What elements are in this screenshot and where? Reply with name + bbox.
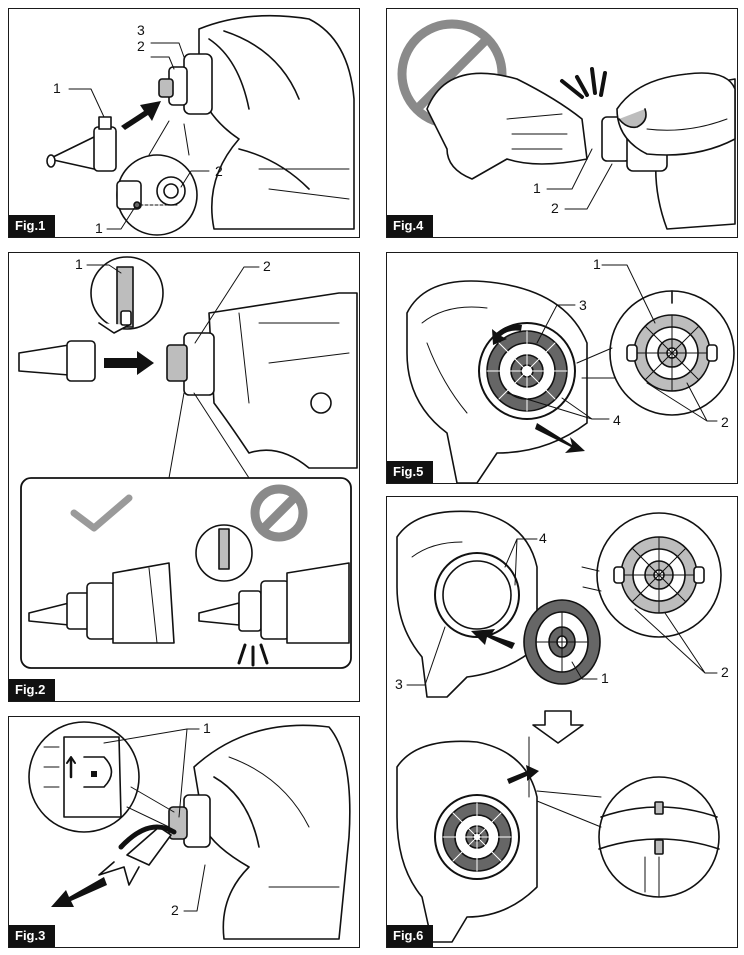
insert-arrow-icon bbox=[471, 629, 515, 649]
fig1-callout-1: 1 bbox=[53, 80, 61, 96]
insert-arrow-icon bbox=[51, 877, 107, 907]
fig2-callout-1: 1 bbox=[75, 256, 83, 272]
fig2-illustration bbox=[18, 256, 358, 669]
fig5-callout-2: 2 bbox=[721, 414, 729, 430]
fig5-callout-3: 3 bbox=[579, 297, 587, 313]
fig1-label: Fig.1 bbox=[9, 215, 56, 237]
fig3-callout-1: 1 bbox=[203, 720, 211, 736]
fig5-callout-4: 4 bbox=[613, 412, 621, 428]
fig6-callout-4: 4 bbox=[539, 530, 547, 546]
fig6-illustration bbox=[396, 510, 722, 943]
figure-4: 1 2 Fig.4 bbox=[386, 8, 738, 238]
fig2-label: Fig.2 bbox=[9, 679, 56, 701]
fig3-callout-2: 2 bbox=[171, 902, 179, 918]
down-arrow-icon bbox=[532, 710, 584, 744]
fig1-callout-2: 2 bbox=[137, 38, 145, 54]
checkmark-icon bbox=[70, 494, 133, 532]
fig4-label: Fig.4 bbox=[387, 215, 434, 237]
insert-arrow-icon bbox=[104, 351, 154, 375]
fig3-label: Fig.3 bbox=[9, 925, 56, 947]
fig6-callout-2: 2 bbox=[721, 664, 729, 680]
fig5-illustration bbox=[406, 264, 735, 483]
fig2-callout-2: 2 bbox=[263, 258, 271, 274]
fig5-callout-1: 1 bbox=[593, 256, 601, 272]
fig1-illustration bbox=[46, 14, 355, 236]
insert-arrow-icon bbox=[121, 101, 161, 130]
figure-1: 3 2 1 2 1 Fig.1 bbox=[8, 8, 360, 238]
fig6-callout-1: 1 bbox=[601, 670, 609, 686]
fig4-illustration bbox=[397, 19, 736, 230]
fig6-label: Fig.6 bbox=[387, 925, 434, 947]
figure-5: 1 3 4 2 Fig.5 bbox=[386, 252, 738, 484]
fig3-illustration bbox=[28, 721, 351, 940]
fig4-callout-2: 2 bbox=[551, 200, 559, 216]
insert-arrow-icon bbox=[535, 423, 585, 453]
figure-6: 4 3 1 2 Fig.6 bbox=[386, 496, 738, 948]
fig4-callout-1: 1 bbox=[533, 180, 541, 196]
figure-3: 1 2 Fig.3 bbox=[8, 716, 360, 948]
fig1-callout-2b: 2 bbox=[215, 163, 223, 179]
fig5-label: Fig.5 bbox=[387, 461, 434, 483]
fig1-callout-3: 3 bbox=[137, 22, 145, 38]
fig1-callout-1b: 1 bbox=[95, 220, 103, 236]
fig6-callout-3: 3 bbox=[395, 676, 403, 692]
figure-2: 1 2 Fig.2 bbox=[8, 252, 360, 702]
prohibited-icon bbox=[250, 484, 308, 542]
